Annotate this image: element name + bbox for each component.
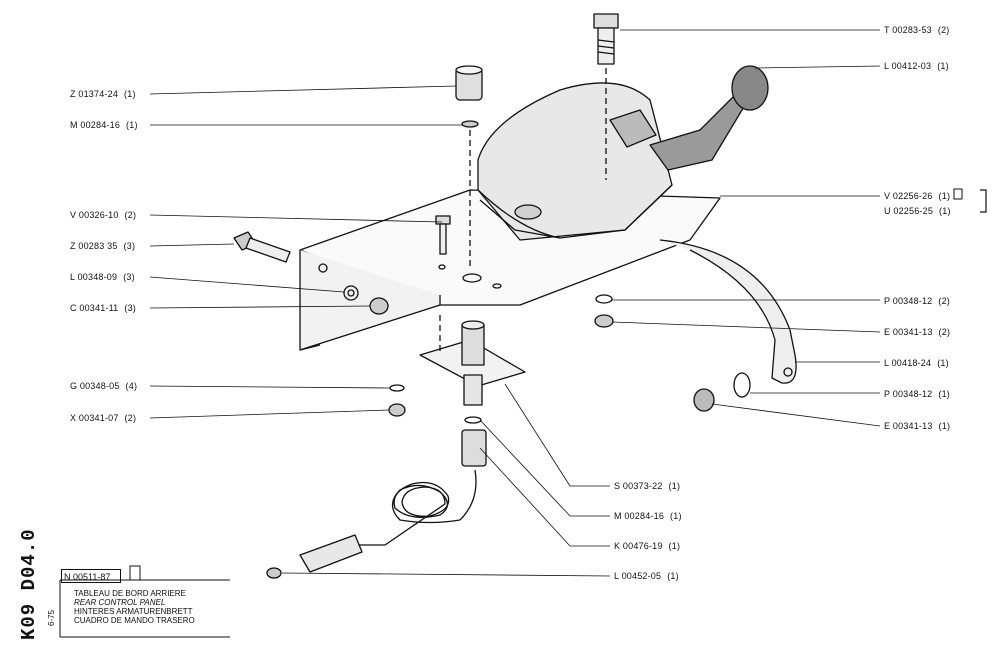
- callout-right-2: L 00412-03(1): [884, 61, 949, 71]
- title-spanish: CUADRO DE MANDO TRASERO: [74, 616, 195, 625]
- sheet-date: 6-75: [47, 609, 56, 626]
- title-german: HINTERES ARMATURENBRETT: [74, 607, 193, 616]
- title-ref-number: N 00511-87: [61, 569, 121, 583]
- callout-left-6: C 00341-11(3): [70, 303, 136, 313]
- callout-left-7: G 00348-05(4): [70, 381, 138, 391]
- support-strap: [659, 239, 797, 384]
- title-english: REAR CONTROL PANEL: [74, 598, 166, 607]
- callout-left-8: X 00341-07(2): [70, 413, 137, 423]
- sheet-code: K09 D04.0: [18, 528, 40, 640]
- callout-right-3: V 02256-26(1): [884, 191, 951, 201]
- title-lines: TABLEAU DE BORD ARRIERE REAR CONTROL PAN…: [74, 589, 195, 625]
- capillary-coil: [355, 469, 477, 546]
- control-lever: [649, 94, 746, 171]
- callout-right-8: P 00348-12(1): [884, 389, 950, 399]
- callout-right-12: K 00476-19(1): [614, 541, 681, 551]
- callout-right-11: M 00284-16(1): [614, 511, 682, 521]
- callout-right-7: L 00418-24(1): [884, 358, 949, 368]
- callout-left-5: L 00348-09(3): [70, 272, 135, 282]
- lever-knob: [731, 65, 769, 111]
- callout-left-1: Z 01374-24(1): [70, 89, 136, 99]
- callout-right-10: S 00373-22(1): [614, 481, 681, 491]
- callout-right-5: P 00348-12(2): [884, 296, 950, 306]
- callout-right-1: T 00283-53(2): [884, 25, 950, 35]
- callout-left-2: M 00284-16(1): [70, 120, 138, 130]
- plate-flange: [299, 250, 441, 351]
- callout-left-4: Z 00283 35(3): [70, 241, 136, 251]
- coil-fitting: [461, 429, 487, 467]
- callout-left-3: V 00326-10(2): [70, 210, 137, 220]
- callout-right-4: U 02256-25(1): [884, 206, 951, 216]
- title-french: TABLEAU DE BORD ARRIERE: [74, 589, 186, 598]
- callout-right-9: E 00341-13(1): [884, 421, 951, 431]
- callout-right-6: E 00341-13(2): [884, 327, 951, 337]
- top-bolt-head: [593, 13, 619, 29]
- title-block: N 00511-87 TABLEAU DE BORD ARRIERE REAR …: [61, 565, 229, 637]
- callout-right-13: L 00452-05(1): [614, 571, 679, 581]
- connector-body: [461, 324, 485, 366]
- coil-probe: [299, 534, 363, 573]
